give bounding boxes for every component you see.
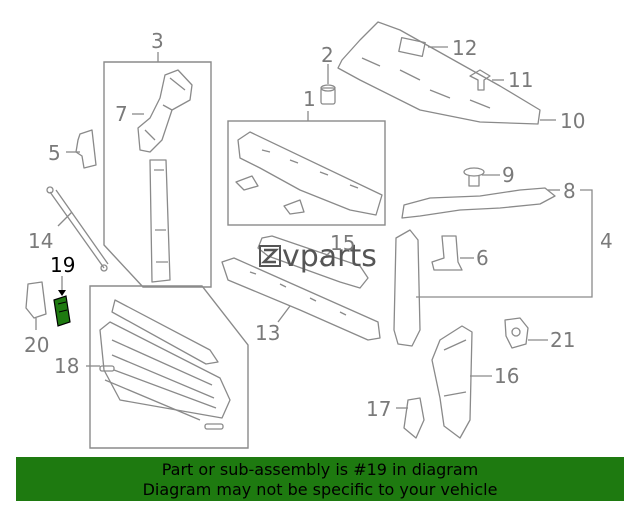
callout-4: 4 xyxy=(600,229,613,253)
callout-1: 1 xyxy=(303,87,316,111)
leader-15 xyxy=(319,251,331,263)
callout-9: 9 xyxy=(502,163,515,187)
part-4-side-member xyxy=(393,229,421,347)
watermark: vparts xyxy=(259,239,377,274)
part-12-label xyxy=(398,37,426,57)
callout-11: 11 xyxy=(508,68,533,92)
leader-13 xyxy=(277,305,291,323)
group-box-18 xyxy=(89,285,249,449)
watermark-text: vparts xyxy=(282,239,377,274)
part-16-side-panel xyxy=(431,325,473,439)
part-13-lower-rail xyxy=(221,257,381,341)
part-20-bracket xyxy=(25,281,47,319)
callout-8: 8 xyxy=(563,179,576,203)
callout-14: 14 xyxy=(28,229,53,253)
footer-line-1: Part or sub-assembly is #19 in diagram xyxy=(161,460,479,479)
callout-17: 17 xyxy=(366,397,391,421)
callout-7: 7 xyxy=(115,102,128,126)
part-17-bracket xyxy=(403,397,425,439)
bracket-4 xyxy=(416,189,593,298)
callout-12: 12 xyxy=(452,36,477,60)
part-21-grommet xyxy=(504,317,529,349)
part-5-bracket xyxy=(75,129,97,169)
callout-19-highlighted: 19 xyxy=(50,253,75,277)
part-6-bracket xyxy=(431,235,463,271)
part-14-hood-stay xyxy=(46,186,109,272)
footer-line-2: Diagram may not be specific to your vehi… xyxy=(142,480,498,499)
part-18-grille-shutter xyxy=(99,299,231,430)
part-2-grommet xyxy=(320,84,336,105)
part-7-pillar xyxy=(137,69,193,153)
callout-13: 13 xyxy=(255,321,280,345)
callout-6: 6 xyxy=(476,246,489,270)
group-box-1 xyxy=(227,120,386,226)
leader-19-arrowhead xyxy=(58,290,66,296)
z-logo-icon xyxy=(259,245,281,267)
part-3-lower-column xyxy=(149,159,171,283)
callout-18: 18 xyxy=(54,354,79,378)
callout-5: 5 xyxy=(48,141,61,165)
part-8-brace xyxy=(401,187,556,219)
callout-20: 20 xyxy=(24,333,49,357)
footer-banner: Part or sub-assembly is #19 in diagram D… xyxy=(16,457,624,501)
callout-3: 3 xyxy=(151,29,164,53)
leader-14 xyxy=(57,211,73,227)
callout-16: 16 xyxy=(494,364,519,388)
callout-2: 2 xyxy=(321,43,334,67)
part-19-highlighted xyxy=(53,295,71,327)
part-10-radiator-cover xyxy=(337,21,541,125)
part-9-bolt xyxy=(463,167,485,187)
part-15-rail xyxy=(257,235,369,289)
callout-10: 10 xyxy=(560,109,585,133)
part-11-clip xyxy=(469,69,491,91)
callout-21: 21 xyxy=(550,328,575,352)
callout-15: 15 xyxy=(330,231,355,255)
part-1-upper-support xyxy=(235,131,383,216)
group-box-3 xyxy=(103,61,212,288)
